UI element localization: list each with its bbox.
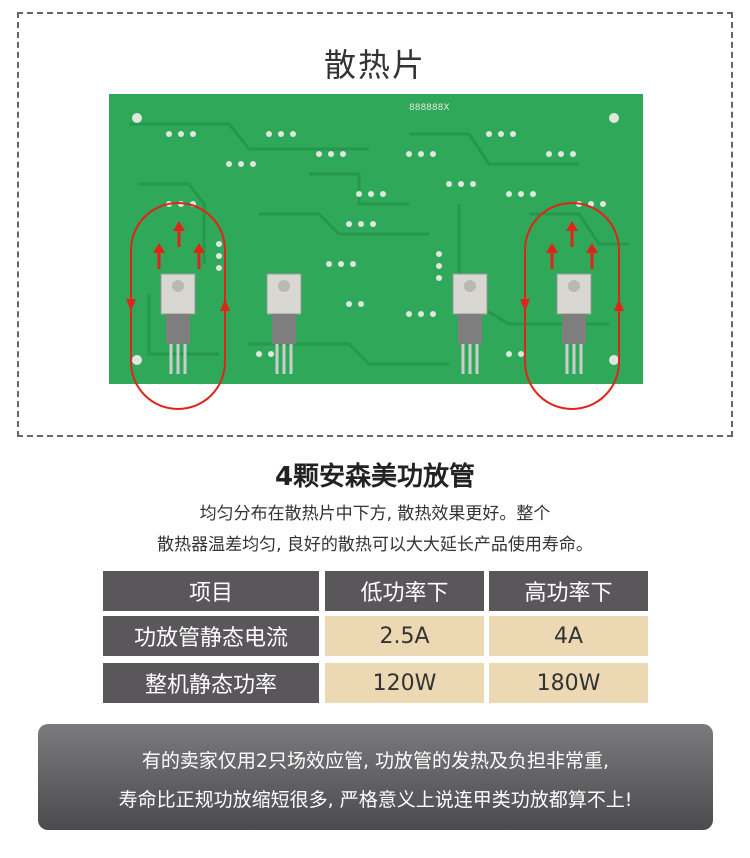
note-line-1: 有的卖家仅用2只场效应管, 功放管的发热及负担非常重,	[141, 750, 610, 772]
table-header-high: 高功率下	[489, 571, 648, 611]
table-cell-low: 120W	[325, 663, 484, 703]
description-line-2: 散热器温差均匀, 良好的散热可以大大延长产品使用寿命。	[157, 535, 593, 555]
board-label: 888888X	[409, 103, 450, 113]
table-row-label: 功放管静态电流	[103, 616, 319, 656]
transistor-1	[160, 273, 196, 374]
table-cell-high: 4A	[489, 616, 648, 656]
section-title: 4颗安森美功放管	[274, 462, 476, 492]
table-row-label: 整机静态功率	[103, 663, 319, 703]
note-line-2: 寿命比正规功放缩短很多, 严格意义上说连甲类功放都算不上!	[118, 789, 633, 811]
table-cell-low: 2.5A	[325, 616, 484, 656]
table-cell-high: 180W	[489, 663, 648, 703]
pcb-photo: 888888X	[109, 94, 643, 384]
arrow-up-icon	[220, 299, 230, 311]
heatsink-title: 散热片	[323, 46, 426, 84]
transistor-2	[266, 273, 302, 374]
table-header-item: 项目	[103, 571, 319, 611]
heatsink-panel: 散热片	[17, 12, 733, 437]
table-header-low: 低功率下	[325, 571, 484, 611]
airflow-arrows	[126, 202, 624, 410]
pcb-board	[109, 94, 643, 384]
warning-note: 有的卖家仅用2只场效应管, 功放管的发热及负担非常重, 寿命比正规功放缩短很多,…	[38, 724, 713, 830]
arrow-up-icon	[614, 299, 624, 311]
transistor-4	[556, 273, 592, 374]
description-line-1: 均匀分布在散热片中下方, 散热效果更好。整个	[199, 504, 551, 524]
arrow-down-icon	[520, 299, 530, 311]
arrow-down-icon	[126, 299, 136, 311]
transistor-3	[452, 273, 488, 374]
